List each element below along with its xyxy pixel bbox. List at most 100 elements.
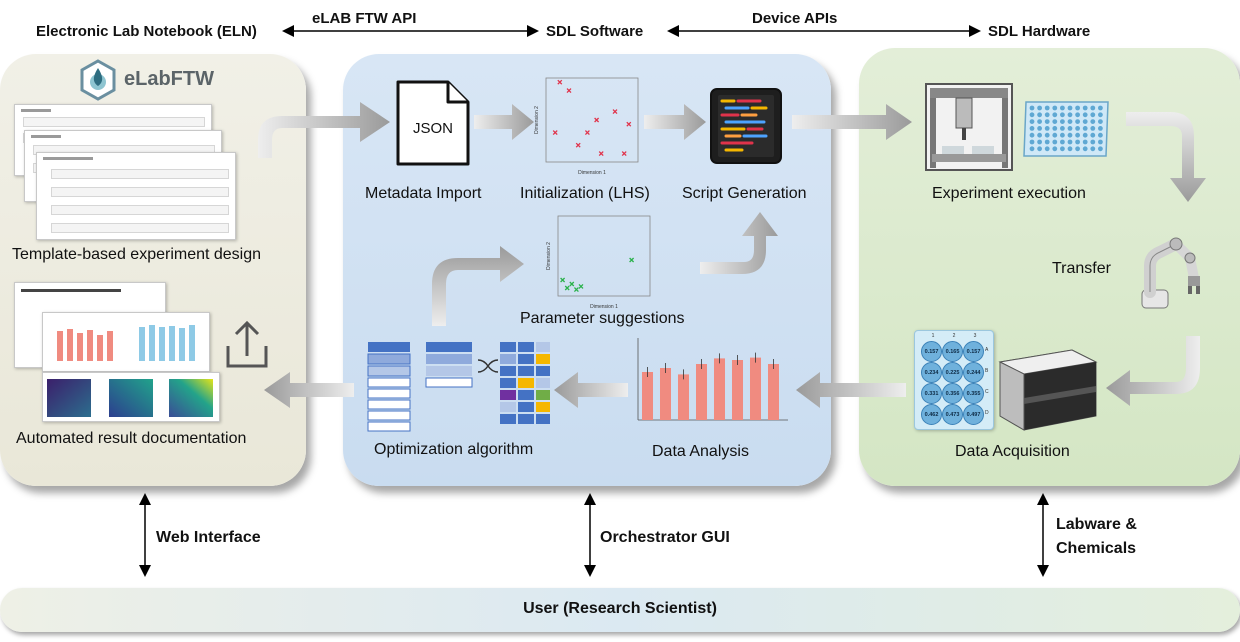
scatter-point	[578, 283, 584, 289]
transfer-label: Transfer	[1052, 260, 1111, 277]
plate-well	[1075, 119, 1080, 124]
script-tablet-icon	[710, 88, 782, 164]
plate-well	[1060, 132, 1065, 138]
web-interface-label: Web Interface	[156, 529, 261, 546]
plate-well	[1029, 119, 1035, 124]
plate-row-label: A	[985, 347, 989, 353]
analysis-bar	[696, 364, 707, 420]
plate-well-value: 0.473	[942, 404, 963, 425]
plate-well-value: 0.356	[942, 383, 963, 404]
scatter-point	[612, 109, 618, 115]
plate-well-value: 0.462	[921, 404, 942, 425]
plate-well	[1052, 126, 1058, 131]
sdl-software-header: SDL Software	[546, 23, 644, 40]
plate-reader-icon	[998, 349, 1098, 431]
plate-well	[1075, 126, 1080, 131]
arrow-transfer-to-acquisition	[1106, 336, 1200, 406]
scatter-point	[573, 287, 579, 293]
scatter-point	[569, 281, 575, 287]
plate-column-label: 2	[952, 333, 956, 339]
init-xlabel: Dimension 1	[578, 170, 606, 176]
scatter-point	[566, 88, 572, 94]
plate-well	[1060, 139, 1065, 145]
liquid-handler-robot-icon	[925, 83, 1013, 171]
data-acquisition-label: Data Acquisition	[955, 443, 1070, 460]
arrow-eln-to-sdl	[258, 102, 390, 158]
plate-well-value: 0.225	[942, 362, 963, 383]
arrow-acquisition-to-analysis	[796, 372, 906, 408]
initialization-label: Initialization (LHS)	[520, 185, 650, 202]
optimization-algorithm-icon	[367, 342, 550, 432]
interface-arrows	[139, 493, 1049, 577]
plate-well	[1098, 126, 1103, 131]
plate-well	[1037, 126, 1042, 131]
plate-well	[1044, 132, 1050, 138]
script-generation-label: Script Generation	[682, 185, 807, 202]
scatter-point	[575, 142, 581, 148]
plate-well	[1037, 119, 1042, 124]
eln-header: Electronic Lab Notebook (ELN)	[36, 23, 257, 40]
plate-well	[1075, 112, 1080, 118]
plate-well	[1037, 112, 1042, 118]
parameter-scatter: Dimension 1 Dimension 2	[546, 215, 651, 310]
parameter-suggestions-label: Parameter suggestions	[520, 310, 685, 327]
arrow-script-to-hardware	[792, 104, 912, 140]
analysis-bar	[642, 372, 653, 420]
plate-well	[1090, 126, 1096, 131]
plate-well	[1044, 126, 1050, 131]
scatter-point	[629, 257, 635, 263]
report-bar-charts	[42, 312, 210, 372]
plate-well	[1029, 126, 1035, 131]
data-analysis-bar-chart	[637, 338, 788, 421]
analysis-bar	[732, 360, 743, 420]
plate-well	[1037, 139, 1042, 145]
plate-well	[1098, 105, 1103, 111]
param-xlabel: Dimension 1	[590, 304, 618, 310]
plate-well	[1098, 112, 1103, 118]
scatter-point	[598, 151, 604, 157]
plate-well-value: 0.157	[921, 341, 942, 362]
plate-well	[1090, 139, 1096, 145]
plate-well-value: 0.331	[921, 383, 942, 404]
json-icon-text: JSON	[412, 120, 453, 137]
analysis-bar	[714, 358, 725, 420]
plate-well	[1090, 119, 1096, 124]
plate-well	[1037, 105, 1042, 111]
plate-well	[1082, 139, 1088, 145]
plate-well	[1060, 119, 1065, 124]
plate-well	[1082, 119, 1088, 124]
labware-label-line2: Chemicals	[1056, 540, 1137, 557]
plate-well	[1044, 119, 1050, 124]
plate-well	[1060, 126, 1065, 131]
arrow-exec-to-transfer	[1126, 112, 1206, 202]
flow-arrows	[258, 102, 1206, 408]
plate-well	[1044, 139, 1050, 145]
plate-column-label: 1	[931, 333, 935, 339]
plate-well	[1067, 112, 1073, 118]
scatter-point	[621, 151, 627, 157]
eln-api-label: eLAB FTW API	[312, 10, 417, 27]
arrow-optimization-to-eln	[264, 372, 354, 408]
plate-well	[1098, 132, 1103, 138]
labware-label-line1: Labware &	[1056, 516, 1137, 533]
plate-well	[1090, 105, 1096, 111]
plate-well-value: 0.244	[963, 362, 984, 383]
optimization-algorithm-label: Optimization algorithm	[374, 441, 534, 458]
plate-row-label: D	[985, 410, 989, 416]
plate-well	[1098, 119, 1103, 124]
scatter-point	[552, 130, 558, 136]
plate-well	[1067, 132, 1073, 138]
arrow-init-to-script	[644, 104, 706, 140]
initialization-scatter: Dimension 1 Dimension 2	[534, 77, 639, 176]
analysis-bar	[750, 357, 761, 420]
plate-well	[1067, 146, 1073, 152]
upload-icon	[226, 320, 268, 368]
plate-well	[1052, 119, 1058, 124]
elabftw-logo-text: eLabFTW	[124, 68, 214, 90]
plate-well-value: 0.497	[963, 404, 984, 425]
experiment-execution-label: Experiment execution	[932, 185, 1086, 202]
plate-well	[1090, 146, 1096, 152]
user-label: User (Research Scientist)	[523, 600, 717, 617]
plate-well	[1082, 132, 1088, 138]
plate-well	[1052, 112, 1058, 118]
